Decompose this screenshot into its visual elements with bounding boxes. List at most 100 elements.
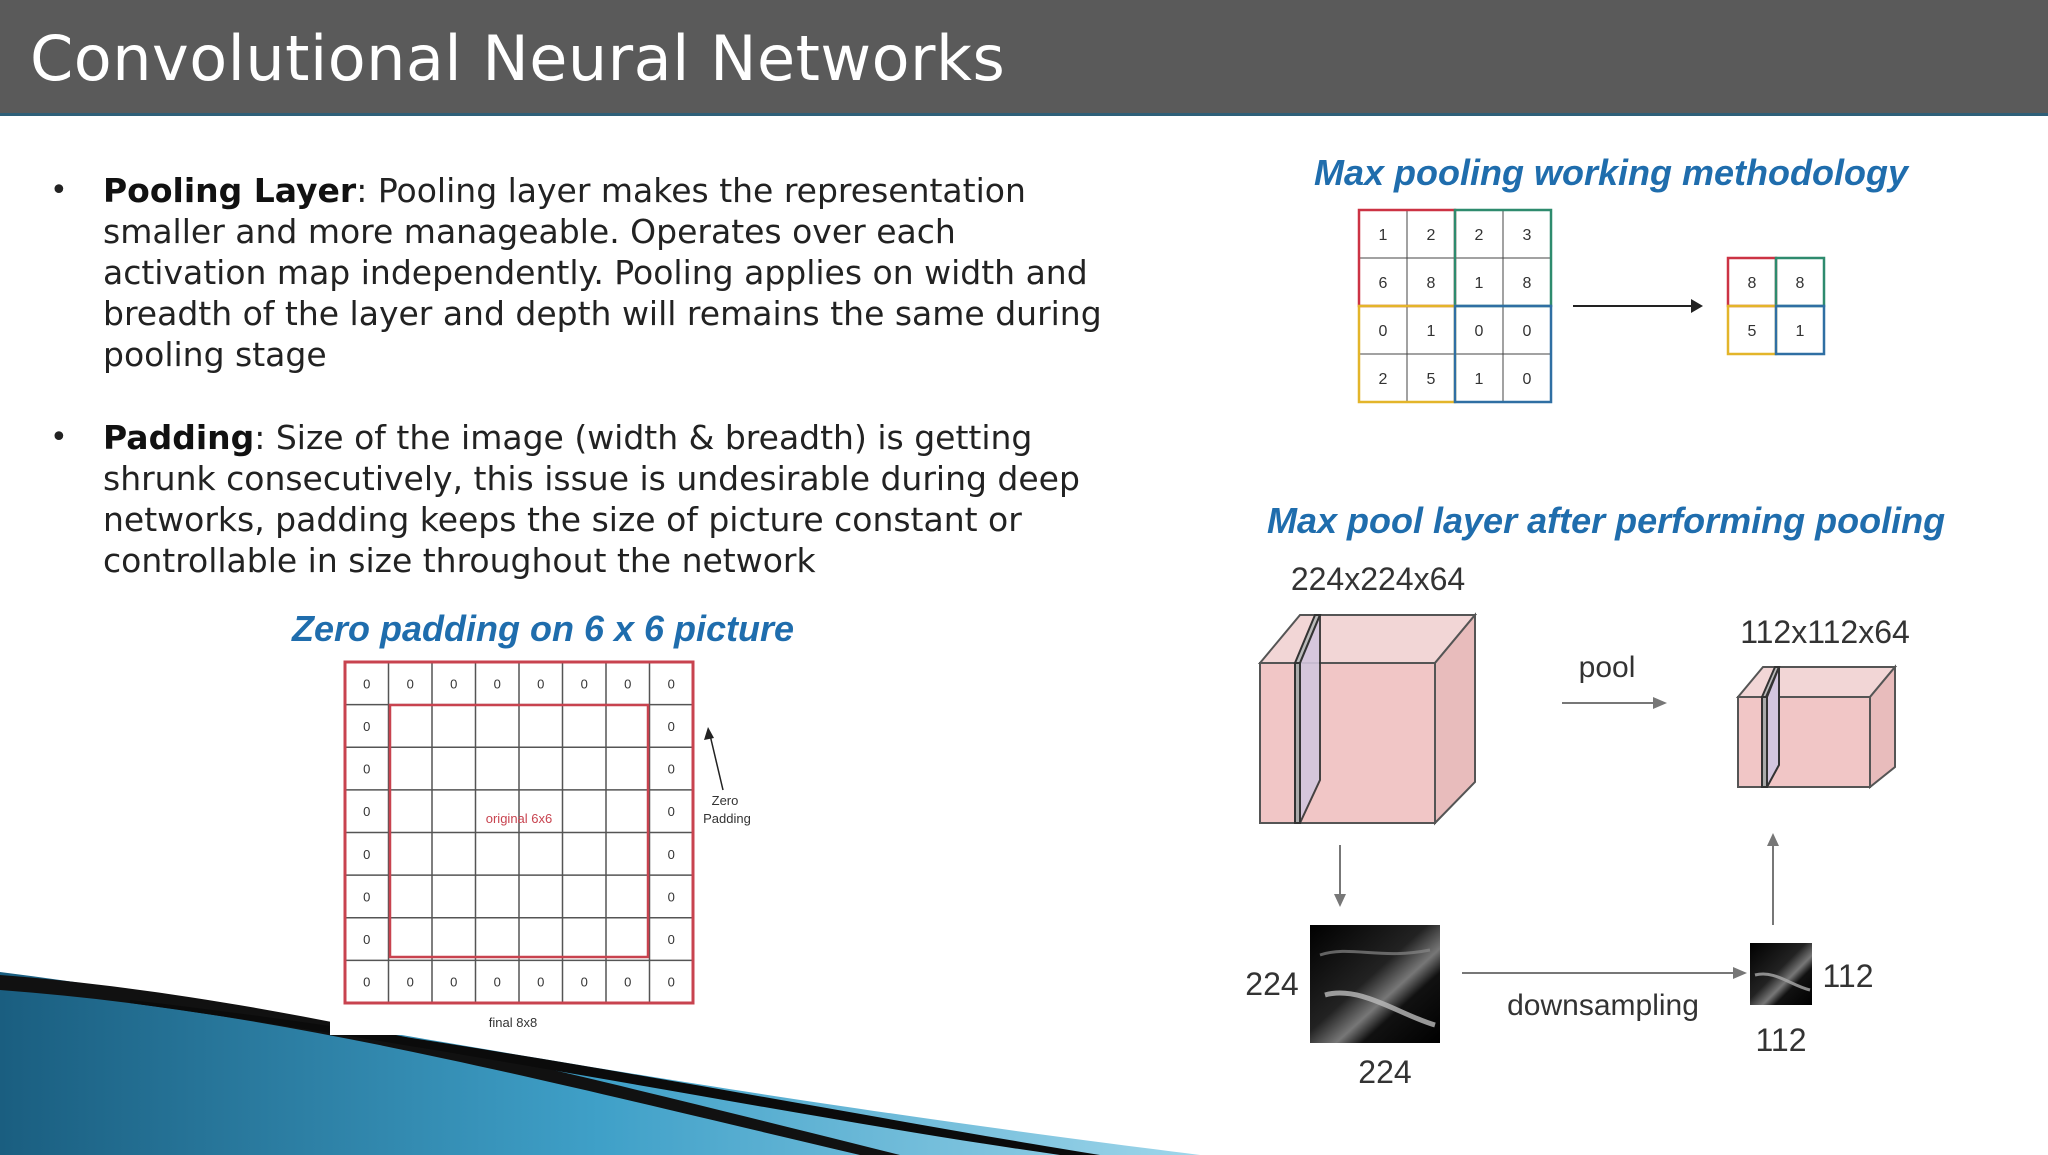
caption-max-pooling: Max pooling working methodology [1314, 152, 1908, 193]
padding-cell-value: 0 [668, 762, 675, 777]
pointer-label-line2: Padding [703, 811, 751, 826]
padding-cell-value: 0 [624, 975, 631, 990]
padding-cell-value: 0 [624, 676, 631, 691]
matrix-cell-value: 1 [1379, 227, 1388, 244]
out-width-label: 112 [1755, 1022, 1806, 1058]
output-matrix: 8 8 5 1 [1727, 257, 1825, 355]
matrix-cell [1454, 257, 1504, 307]
matrix-cell-value: 0 [1475, 323, 1484, 340]
matrix-cell-value: 2 [1427, 227, 1436, 244]
padding-cell-value: 0 [363, 847, 370, 862]
matrix-cell [1358, 305, 1408, 355]
matrix-cell-value: 5 [1427, 371, 1436, 388]
output-cell-value: 8 [1748, 275, 1757, 292]
downsampling-label: downsampling [1507, 989, 1699, 1022]
input-feature-map [1310, 925, 1440, 1043]
inner-6x6-border [388, 703, 650, 959]
matrix-cell-value: 0 [1523, 371, 1532, 388]
bullet-term: Padding [103, 418, 255, 457]
bullet-text: Size of the image (width & breadth) is g… [103, 418, 1080, 580]
output-cell-value: 1 [1796, 323, 1805, 340]
matrix-cell-value: 2 [1379, 371, 1388, 388]
matrix-cell [1502, 305, 1552, 355]
in-height-label: 224 [1245, 966, 1298, 1002]
caption-zero-padding: Zero padding on 6 x 6 picture [292, 608, 795, 649]
padding-cell-value: 0 [363, 932, 370, 947]
padding-cell-value: 0 [537, 676, 544, 691]
matrix-cell-value: 1 [1475, 275, 1484, 292]
padding-cell-value: 0 [363, 975, 370, 990]
pool-arrowhead [1653, 697, 1667, 709]
outer-label: final 8x8 [489, 1015, 537, 1030]
pointer-arrowhead [704, 727, 714, 740]
padding-cell-value: 0 [668, 889, 675, 904]
matrix-cell [1454, 353, 1504, 403]
input-volume-cube [1257, 612, 1478, 826]
slide-title: Convolutional Neural Networks [30, 22, 1006, 95]
pointer-label-line1: Zero [712, 793, 739, 808]
caption-max-pool-layer: Max pool layer after performing pooling [1267, 500, 1946, 541]
padding-cell-value: 0 [407, 676, 414, 691]
padding-cell-value: 0 [537, 975, 544, 990]
output-cell-value: 5 [1748, 323, 1757, 340]
title-bar: Convolutional Neural Networks [0, 0, 2048, 116]
matrix-cell [1406, 353, 1456, 403]
outer-8x8-border [343, 660, 695, 1005]
output-volume-cube [1735, 664, 1898, 790]
matrix-cell-value: 8 [1427, 275, 1436, 292]
padding-cell-value: 0 [581, 975, 588, 990]
bullet-dot: • [50, 173, 68, 208]
bullet-list: • Pooling Layer: Pooling layer makes the… [50, 170, 1110, 623]
padding-cell-value: 0 [494, 975, 501, 990]
padding-cell-value: 0 [668, 676, 675, 691]
feature-map-streak [1324, 990, 1436, 1028]
output-cell-value: 8 [1796, 275, 1805, 292]
matrix-cell-value: 3 [1523, 227, 1532, 244]
matrix-cell [1358, 257, 1408, 307]
padding-cell-value: 0 [668, 719, 675, 734]
bullet-pooling-layer: • Pooling Layer: Pooling layer makes the… [50, 170, 1110, 375]
pointer-arrow [709, 734, 724, 791]
padding-cell-value: 0 [668, 975, 675, 990]
down-arrowhead [1334, 894, 1346, 907]
pool-layer-diagram: 224x224x64 pool 112x112x64 224 224 downs… [1245, 561, 1910, 1090]
padding-cell-value: 0 [363, 719, 370, 734]
padding-cell-value: 0 [363, 762, 370, 777]
downsampling-arrowhead [1733, 967, 1747, 979]
matrix-cell-value: 0 [1523, 323, 1532, 340]
matrix-cell [1454, 305, 1504, 355]
matrix-cell-value: 2 [1475, 227, 1484, 244]
matrix-cell [1358, 353, 1408, 403]
bullet-sep: : [356, 171, 368, 210]
padding-cell-value: 0 [407, 975, 414, 990]
padding-cell-value: 0 [363, 804, 370, 819]
padding-cell-value: 0 [363, 676, 370, 691]
padding-cell-value: 0 [668, 804, 675, 819]
out-height-label: 112 [1822, 958, 1873, 994]
feature-map-streak [1754, 972, 1811, 992]
padding-cell-value: 0 [363, 889, 370, 904]
inner-label: original 6x6 [486, 811, 553, 826]
bullet-padding: • Padding: Size of the image (width & br… [50, 417, 1110, 581]
padding-cell-value: 0 [581, 676, 588, 691]
padding-cell-value: 0 [494, 676, 501, 691]
quadrant-blue [1453, 304, 1553, 404]
padding-cell-value: 0 [450, 676, 457, 691]
bullet-term: Pooling Layer [103, 171, 357, 210]
input-dims-label: 224x224x64 [1291, 561, 1465, 597]
in-width-label: 224 [1358, 1054, 1411, 1090]
grid-background [330, 655, 790, 1035]
matrix-cell-value: 6 [1379, 275, 1388, 292]
output-cell [1775, 305, 1825, 355]
matrix-cell [1502, 353, 1552, 403]
matrix-cell-value: 1 [1427, 323, 1436, 340]
arrowhead [1691, 299, 1703, 313]
pool-label: pool [1579, 651, 1636, 684]
bullet-sep: : [254, 418, 266, 457]
bullet-dot: • [50, 420, 68, 455]
bullet-text: Pooling layer makes the representation s… [103, 171, 1102, 374]
